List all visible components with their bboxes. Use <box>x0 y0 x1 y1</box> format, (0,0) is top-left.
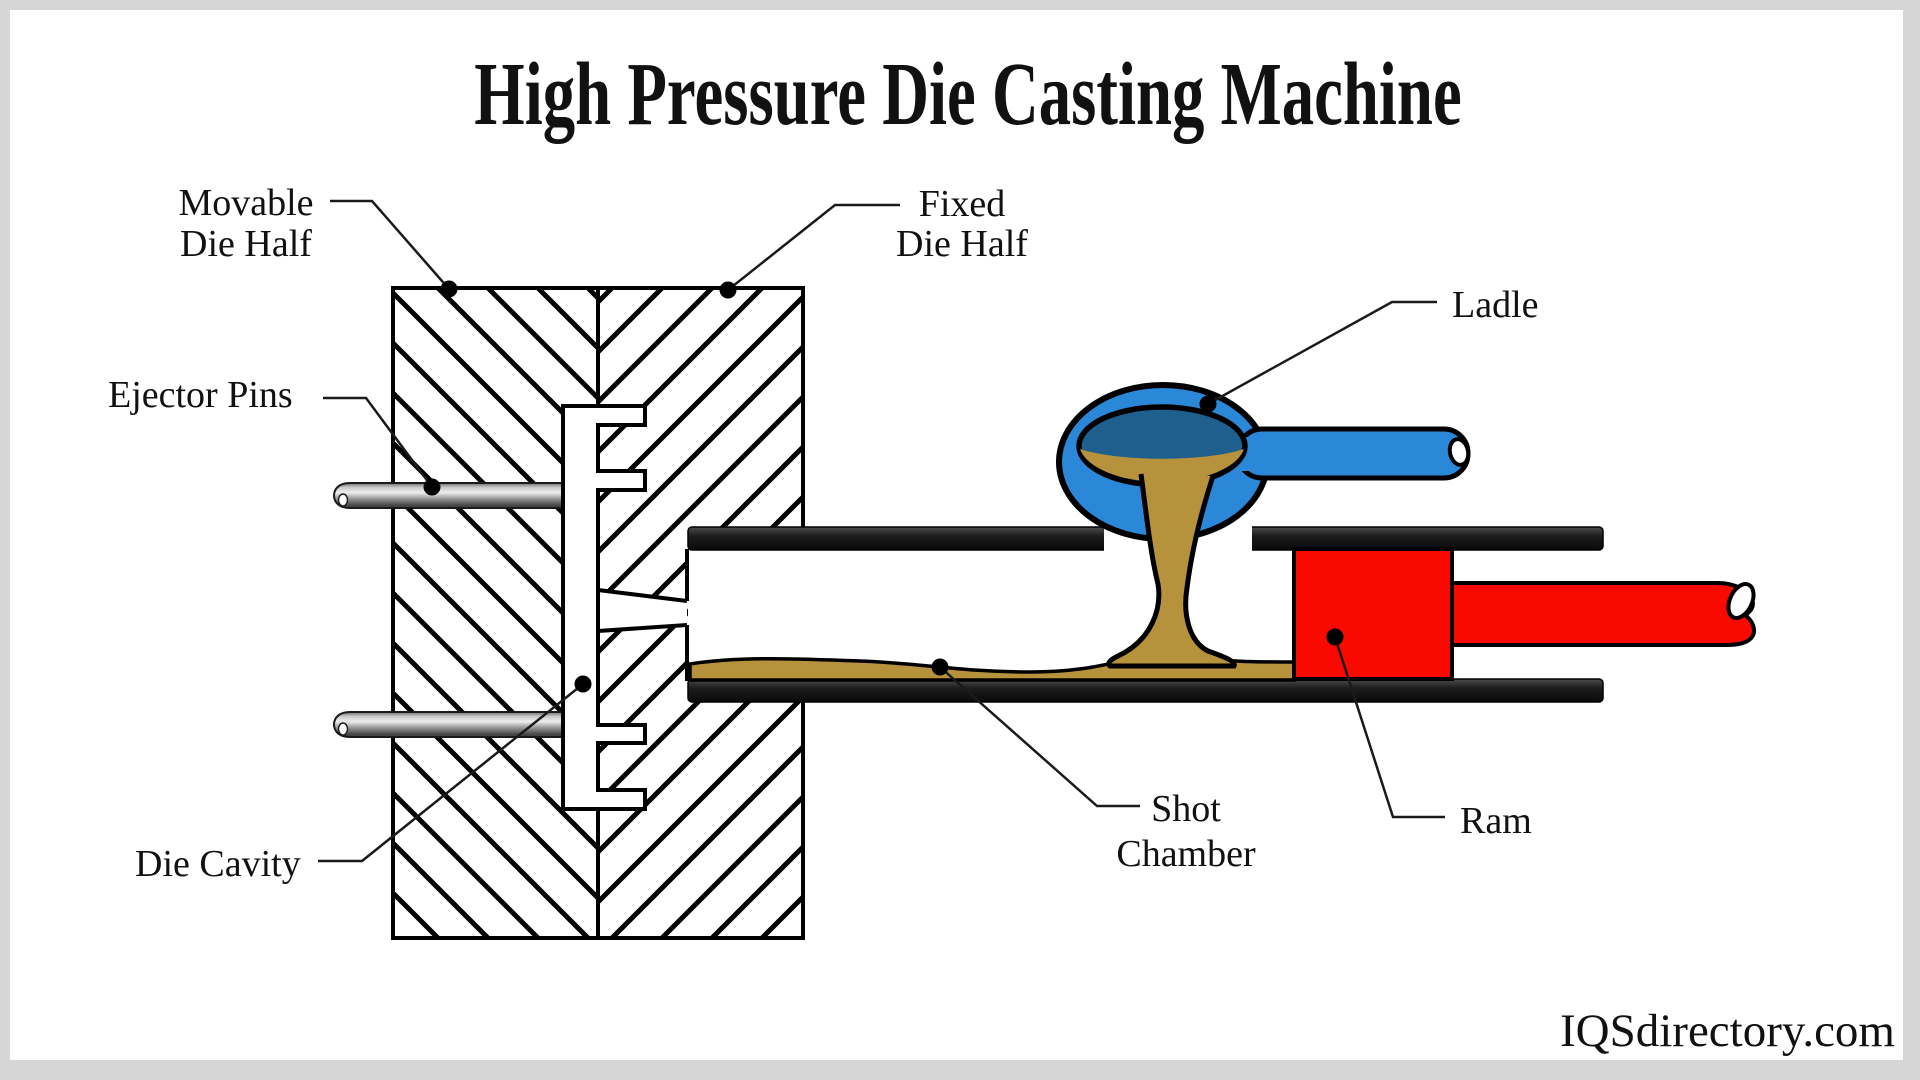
ram-piston <box>1292 547 1454 681</box>
label-shot-chamber-1: Shot <box>1151 788 1221 830</box>
dot-ejector-pins <box>423 478 441 496</box>
die-cavity-shape <box>561 404 647 811</box>
dot-fixed-die-half <box>719 281 737 299</box>
watermark: IQSdirectory.com <box>1560 1005 1895 1057</box>
label-movable-die-half-2: Die Half <box>180 223 312 265</box>
label-ejector-pins: Ejector Pins <box>108 374 293 416</box>
pin-tip-highlight <box>337 722 349 736</box>
pour-stream <box>1108 474 1235 666</box>
leader-dots <box>423 280 1344 693</box>
label-fixed-die-half-1: Fixed <box>919 183 1006 225</box>
ejector-pin-top <box>332 482 563 509</box>
pin-tip-highlight <box>337 493 349 507</box>
leader-fixed-die-half <box>727 203 900 291</box>
dot-ram <box>1326 628 1344 646</box>
ejector-pin-bottom <box>332 711 563 738</box>
ram-rod <box>1450 581 1756 647</box>
label-ram: Ram <box>1460 800 1532 842</box>
gate-channel <box>597 549 689 681</box>
leader-ejector-pins <box>323 396 434 488</box>
molten-metal-in-ladle <box>1080 449 1244 482</box>
leader-ladle <box>1207 300 1437 406</box>
dot-movable-die-half <box>440 280 458 298</box>
pour-stream-outline <box>1106 473 1237 669</box>
part-labels: Movable Die Half Fixed Die Half Ejector … <box>108 182 1539 885</box>
dot-ladle <box>1199 395 1217 413</box>
leader-lines <box>318 199 1445 863</box>
leader-die-cavity <box>318 683 584 863</box>
label-ladle: Ladle <box>1452 284 1539 326</box>
leader-ram <box>1333 636 1445 819</box>
label-shot-chamber-2: Chamber <box>1116 833 1256 875</box>
ladle-handle-tip <box>1447 437 1471 467</box>
page-title: High Pressure Die Casting Machine <box>474 44 1461 144</box>
label-fixed-die-half-2: Die Half <box>896 223 1028 265</box>
ram-rod-tip <box>1726 582 1756 620</box>
dot-die-cavity <box>574 675 592 693</box>
ladle <box>1056 382 1471 669</box>
label-movable-die-half-1: Movable <box>178 182 313 224</box>
dot-shot-chamber <box>931 658 949 676</box>
label-die-cavity: Die Cavity <box>135 843 301 885</box>
leader-shot-chamber <box>939 666 1140 808</box>
shot-chamber-bottom-wall <box>687 678 1604 703</box>
leader-movable-die-half <box>330 199 450 290</box>
